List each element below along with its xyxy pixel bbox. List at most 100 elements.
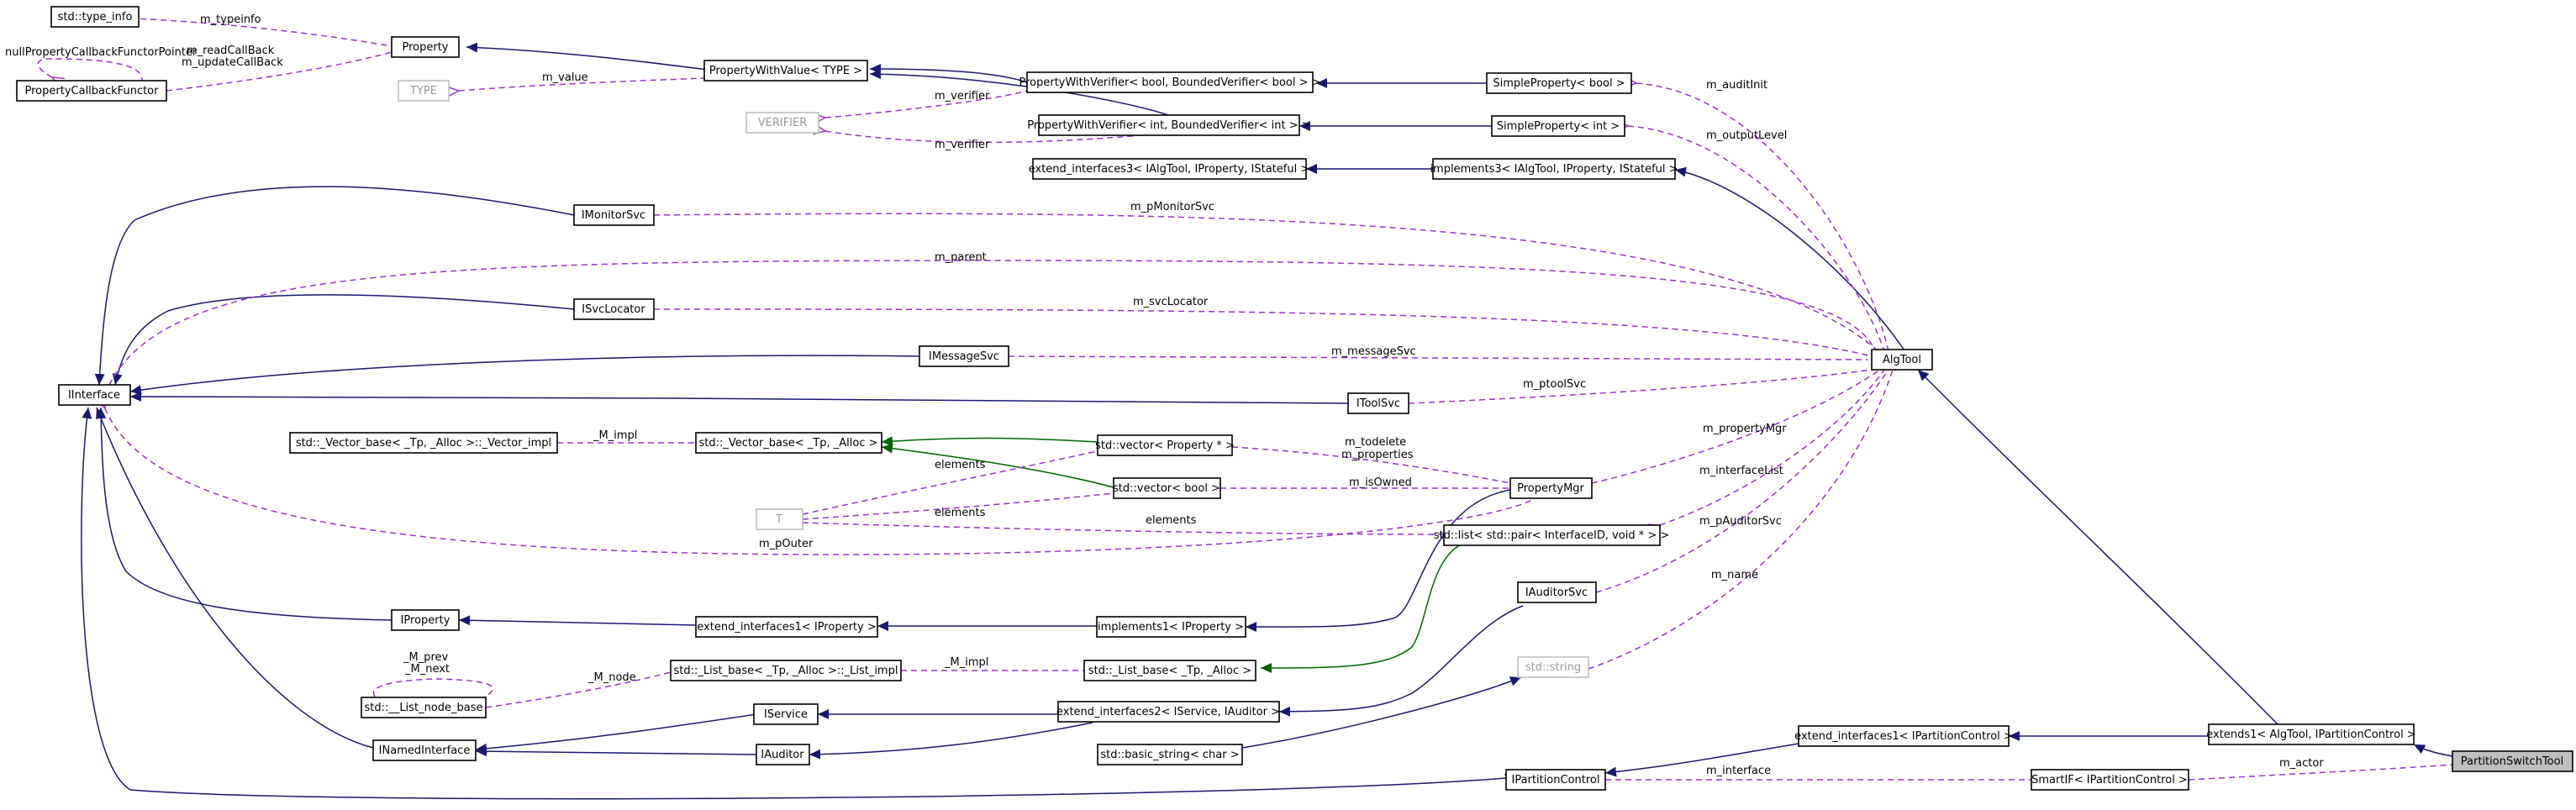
node-label: IMessageSvc bbox=[929, 350, 999, 363]
node-extend-interfaces2[interactable]: extend_interfaces2< IService, IAuditor > bbox=[1056, 701, 1280, 723]
label-m-impl-list: _M_impl bbox=[944, 656, 988, 669]
node-imessage-svc[interactable]: IMessageSvc bbox=[919, 345, 1009, 367]
label-m-prev: _M_prev bbox=[403, 651, 449, 664]
edge-use-pmonitorsvc bbox=[654, 213, 1881, 354]
edge-property-with-value-to-property bbox=[466, 42, 729, 73]
label-m-name: m_name bbox=[1711, 569, 1758, 581]
node-extend-interfaces1-ipc[interactable]: extend_interfaces1< IPartitionControl > bbox=[1794, 725, 2013, 747]
edge-extends1-to-algtool bbox=[1917, 369, 2278, 725]
node-std-string[interactable]: std::string bbox=[1517, 656, 1589, 678]
node-label: T bbox=[775, 513, 782, 526]
node-iproperty[interactable]: IProperty bbox=[391, 609, 460, 631]
edge-use-svclocator bbox=[654, 309, 1873, 357]
label-m-messagesvc: m_messageSvc bbox=[1331, 345, 1416, 358]
node-type-info[interactable]: std::type_info bbox=[50, 6, 140, 28]
edge-list-pair-to-list-base bbox=[1260, 541, 1467, 673]
node-property[interactable]: Property bbox=[391, 36, 460, 58]
edge-use-elements-3 bbox=[803, 523, 1445, 535]
edge-iproperty-to-iinterface bbox=[96, 407, 392, 621]
node-iauditor-svc[interactable]: IAuditorSvc bbox=[1517, 581, 1597, 603]
node-type-param[interactable]: TYPE bbox=[398, 80, 450, 102]
node-extend-interfaces3[interactable]: extend_interfaces3< IAlgTool, IProperty,… bbox=[1029, 158, 1310, 180]
label-m-todelete: m_todelete bbox=[1345, 436, 1406, 449]
node-simple-property-bool[interactable]: SimpleProperty< bool > bbox=[1486, 72, 1632, 94]
node-list-pair[interactable]: std::list< std::pair< InterfaceID, void … bbox=[1434, 524, 1670, 546]
edge-use-todelete bbox=[1232, 447, 1511, 484]
edge-use-elements-1 bbox=[803, 450, 1102, 514]
node-label: std::_List_base< _Tp, _Alloc > bbox=[1088, 665, 1251, 677]
edge-use-verifier-1 bbox=[825, 90, 1028, 118]
label-elements-2: elements bbox=[935, 507, 986, 519]
node-label: SimpleProperty< bool > bbox=[1493, 77, 1625, 90]
node-basic-string[interactable]: std::basic_string< char > bbox=[1097, 744, 1243, 765]
node-implements1-iproperty[interactable]: implements1< IProperty > bbox=[1096, 616, 1246, 638]
node-implements3[interactable]: implements3< IAlgTool, IProperty, IState… bbox=[1430, 158, 1678, 180]
edge-use-elements-2 bbox=[803, 492, 1114, 519]
node-vector-property[interactable]: std::vector< Property * > bbox=[1095, 434, 1235, 456]
node-partition-switch-tool[interactable]: PartitionSwitchTool bbox=[2452, 750, 2573, 772]
edge-inamedinterface-to-iinterface bbox=[96, 407, 374, 749]
node-iservice[interactable]: IService bbox=[753, 703, 819, 725]
node-isvc-locator[interactable]: ISvcLocator bbox=[573, 298, 655, 320]
node-label: std::vector< Property * > bbox=[1095, 439, 1235, 452]
node-itool-svc[interactable]: IToolSvc bbox=[1347, 392, 1409, 414]
node-property-callback-functor[interactable]: PropertyCallbackFunctor bbox=[16, 80, 167, 102]
node-label: std::basic_string< char > bbox=[1100, 749, 1239, 761]
node-label: implements3< IAlgTool, IProperty, IState… bbox=[1430, 163, 1678, 176]
edge-use-node bbox=[486, 671, 672, 707]
label-elements-3: elements bbox=[1146, 514, 1197, 527]
edge-use-output-level bbox=[1628, 126, 1885, 352]
edge-use-pouter bbox=[105, 408, 1539, 555]
node-ipartition-control[interactable]: IPartitionControl bbox=[1505, 769, 1606, 791]
edge-extend-interfaces2-to-iauditor bbox=[809, 722, 1093, 760]
edge-use-prev-next bbox=[372, 678, 494, 704]
node-property-with-value[interactable]: PropertyWithValue< TYPE > bbox=[703, 60, 868, 82]
node-label: implements1< IProperty > bbox=[1098, 621, 1244, 634]
edge-use-ptoolsvc bbox=[1409, 369, 1873, 403]
edge-algtool-to-implements3 bbox=[1674, 166, 1907, 354]
label-m-pauditor-svc: m_pAuditorSvc bbox=[1699, 515, 1782, 528]
node-pwv-bool[interactable]: PropertyWithVerifier< bool, BoundedVerif… bbox=[1019, 71, 1321, 93]
node-iauditor[interactable]: IAuditor bbox=[756, 744, 810, 765]
node-vector-base[interactable]: std::_Vector_base< _Tp, _Alloc > bbox=[695, 432, 882, 454]
edge-itoolsvc-to-iinterface bbox=[129, 392, 1349, 404]
label-m-is-owned: m_isOwned bbox=[1349, 476, 1412, 489]
label-null-callback: nullPropertyCallbackFunctorPointer bbox=[5, 46, 198, 59]
edge-iauditorsvc-to-extend-interfaces2 bbox=[1278, 605, 1524, 717]
node-label: AlgTool bbox=[1883, 354, 1921, 366]
node-simple-property-int[interactable]: SimpleProperty< int > bbox=[1491, 115, 1625, 137]
label-m-ptoolsvc: m_ptoolSvc bbox=[1523, 378, 1586, 391]
label-m-typeinfo: m_typeinfo bbox=[200, 13, 261, 26]
node-label: extend_interfaces2< IService, IAuditor > bbox=[1056, 706, 1280, 718]
label-m-impl-vector: _M_impl bbox=[593, 429, 637, 442]
node-verifier-param[interactable]: VERIFIER bbox=[745, 112, 819, 134]
label-m-property-mgr: m_propertyMgr bbox=[1703, 423, 1787, 435]
node-vector-base-impl[interactable]: std::_Vector_base< _Tp, _Alloc >::_Vecto… bbox=[289, 432, 558, 454]
node-extend-interfaces1-iproperty[interactable]: extend_interfaces1< IProperty > bbox=[695, 616, 878, 638]
node-iinterface[interactable]: IInterface bbox=[58, 384, 131, 406]
label-m-interface: m_interface bbox=[1706, 765, 1771, 777]
label-elements-1: elements bbox=[935, 459, 986, 471]
edge-iservice-to-inamedinterface bbox=[475, 713, 757, 754]
node-pwv-int[interactable]: PropertyWithVerifier< int, BoundedVerifi… bbox=[1027, 114, 1311, 136]
node-smart-if[interactable]: SmartIF< IPartitionControl > bbox=[2031, 769, 2189, 791]
node-label: PropertyMgr bbox=[1517, 482, 1584, 495]
node-t-param[interactable]: T bbox=[756, 508, 803, 530]
node-inamed-interface[interactable]: INamedInterface bbox=[372, 739, 477, 761]
node-imonitor-svc[interactable]: IMonitorSvc bbox=[573, 204, 655, 226]
edge-isvclocator-to-iinterface bbox=[112, 294, 575, 386]
edge-partitionswitchtool-to-extends1 bbox=[2413, 744, 2453, 757]
node-label: PropertyWithVerifier< bool, BoundedVerif… bbox=[1019, 76, 1320, 89]
node-alg-tool[interactable]: AlgTool bbox=[1871, 349, 1933, 371]
node-property-mgr[interactable]: PropertyMgr bbox=[1509, 477, 1593, 499]
node-list-base[interactable]: std::_List_base< _Tp, _Alloc > bbox=[1083, 660, 1256, 681]
edge-use-parent bbox=[109, 260, 1877, 385]
node-list-node-base[interactable]: std::__List_node_base bbox=[361, 697, 487, 718]
node-vector-bool[interactable]: std::vector< bool > bbox=[1113, 477, 1221, 499]
edge-use-propertymgr bbox=[1592, 369, 1881, 483]
node-extends1[interactable]: extends1< AlgTool, IPartitionControl > bbox=[2206, 723, 2416, 745]
edge-vector-bool-to-vector-base bbox=[881, 443, 1114, 488]
edge-ipartitioncontrol-to-iinterface bbox=[81, 407, 1507, 800]
node-label: SimpleProperty< int > bbox=[1497, 120, 1620, 133]
node-list-base-impl[interactable]: std::_List_base< _Tp, _Alloc >::_List_im… bbox=[670, 660, 902, 681]
